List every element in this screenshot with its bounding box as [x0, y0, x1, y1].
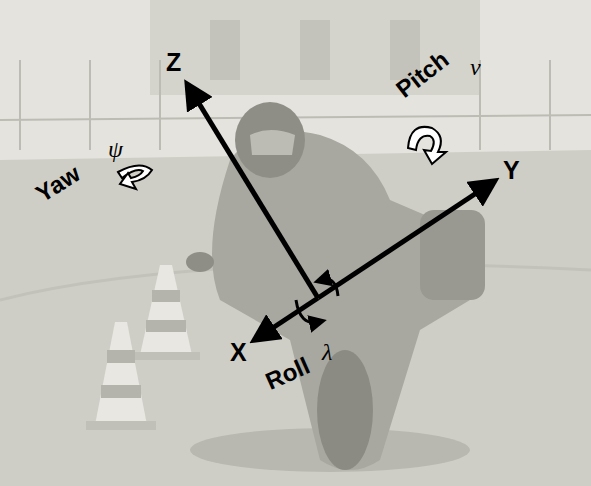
x-axis: [262, 298, 318, 335]
pitch-rotation-arrow: [408, 127, 446, 164]
window: [210, 20, 240, 80]
greek-symbol: ψ: [108, 137, 123, 161]
greek-symbol: λ: [322, 340, 332, 364]
window: [300, 20, 330, 80]
mirror: [186, 252, 214, 272]
wheel: [317, 350, 373, 470]
axis-label: X: [230, 340, 247, 365]
helmet: [235, 102, 305, 178]
roll-rotation-arrow: [296, 279, 338, 322]
y-axis: [318, 186, 487, 298]
traffic-cone: [132, 265, 200, 360]
axis-label: Z: [166, 50, 181, 75]
z-axis: [192, 92, 318, 298]
axis-label: Y: [503, 158, 520, 183]
yaw-rotation-arrow: [118, 165, 152, 189]
greek-symbol: ν: [470, 55, 481, 79]
traffic-cone: [86, 322, 156, 430]
